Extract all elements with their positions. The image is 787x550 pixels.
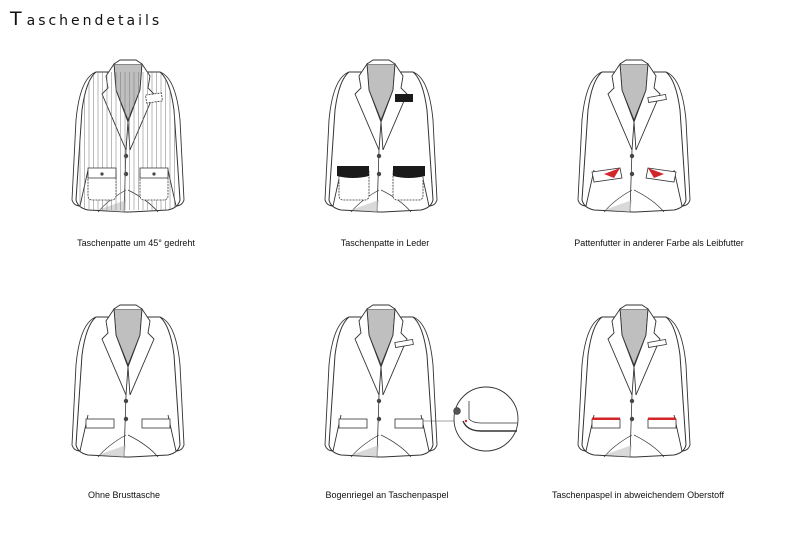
jacket-figure-bartack-detail xyxy=(321,295,531,470)
figure-caption: Bogenriegel an Taschenpaspel xyxy=(325,490,449,500)
left-lapel xyxy=(101,307,129,396)
button xyxy=(629,153,635,159)
button xyxy=(376,398,382,404)
left-lapel xyxy=(607,307,635,396)
jacket-drawing xyxy=(71,304,185,458)
left-lapel xyxy=(354,307,382,396)
jacket-drawing xyxy=(324,304,519,458)
left-piping-red xyxy=(592,417,620,420)
button xyxy=(629,398,635,404)
right-lapel xyxy=(633,62,661,151)
left-sleeve xyxy=(324,316,350,452)
figure-caption: Taschenpatte um 45° gedreht xyxy=(77,238,195,248)
jacket-figure-red-piping xyxy=(574,295,698,470)
button xyxy=(376,153,382,159)
left-lapel xyxy=(607,62,635,151)
figure-caption: Taschenpaspel in abweichendem Oberstoff xyxy=(552,490,724,500)
right-sleeve xyxy=(412,71,438,207)
button xyxy=(123,153,129,159)
collar xyxy=(366,304,396,310)
breast-pocket xyxy=(145,92,163,104)
right-flap xyxy=(141,418,171,429)
button xyxy=(453,407,461,415)
jacket-figure-red-flap-lining xyxy=(574,50,698,225)
right-sleeve xyxy=(665,316,691,452)
button xyxy=(629,416,635,422)
right-lapel xyxy=(380,62,408,151)
jacket-drawing xyxy=(324,59,438,213)
right-lapel xyxy=(633,307,661,396)
left-flap xyxy=(338,418,368,429)
jacket-figure-stripes-flap-rotated xyxy=(68,50,192,225)
right-flap xyxy=(647,418,677,429)
page-title: Taschendetails xyxy=(10,8,163,30)
figure-caption: Pattenfutter in anderer Farbe als Leibfu… xyxy=(574,238,744,248)
left-sleeve xyxy=(71,316,97,452)
collar xyxy=(619,59,649,65)
left-sleeve xyxy=(577,316,603,452)
right-sleeve xyxy=(159,316,185,452)
left-sleeve xyxy=(71,71,97,207)
right-lapel xyxy=(380,307,408,396)
figure-caption: Taschenpatte in Leder xyxy=(340,238,430,248)
figure-caption: Ohne Brusttasche xyxy=(87,490,161,500)
jacket-figure-no-breast-pocket xyxy=(68,295,192,470)
collar xyxy=(619,304,649,310)
breast-pocket-leather xyxy=(395,94,413,102)
right-piping-red xyxy=(648,417,676,420)
right-sleeve xyxy=(665,71,691,207)
breast-pocket xyxy=(394,339,414,348)
detail-magnifier xyxy=(453,386,519,452)
button xyxy=(376,416,382,422)
right-flap xyxy=(394,418,424,429)
jacket-drawing xyxy=(577,59,691,213)
left-lapel xyxy=(101,62,129,151)
bartack-detail-shape xyxy=(462,420,517,432)
jacket-figure-leather-flap xyxy=(321,50,445,225)
right-flap-leather xyxy=(393,166,425,178)
right-lapel xyxy=(127,307,155,396)
breast-pocket xyxy=(647,94,667,103)
button xyxy=(629,171,635,177)
left-sleeve xyxy=(324,71,350,207)
right-sleeve xyxy=(159,71,185,207)
left-flap xyxy=(85,418,115,429)
button xyxy=(123,171,129,177)
right-flap-red-lining xyxy=(648,168,664,178)
collar xyxy=(113,304,143,310)
left-flap-red-lining xyxy=(604,168,620,178)
button xyxy=(123,398,129,404)
jacket-drawing xyxy=(71,59,185,213)
left-lapel xyxy=(354,62,382,151)
jacket-drawing xyxy=(577,304,691,458)
left-flap xyxy=(591,418,621,429)
left-sleeve xyxy=(577,71,603,207)
collar xyxy=(366,59,396,65)
collar xyxy=(113,59,143,65)
breast-pocket xyxy=(647,339,667,348)
right-sleeve xyxy=(412,316,438,452)
button xyxy=(376,171,382,177)
left-flap-leather xyxy=(337,166,369,178)
button xyxy=(123,416,129,422)
